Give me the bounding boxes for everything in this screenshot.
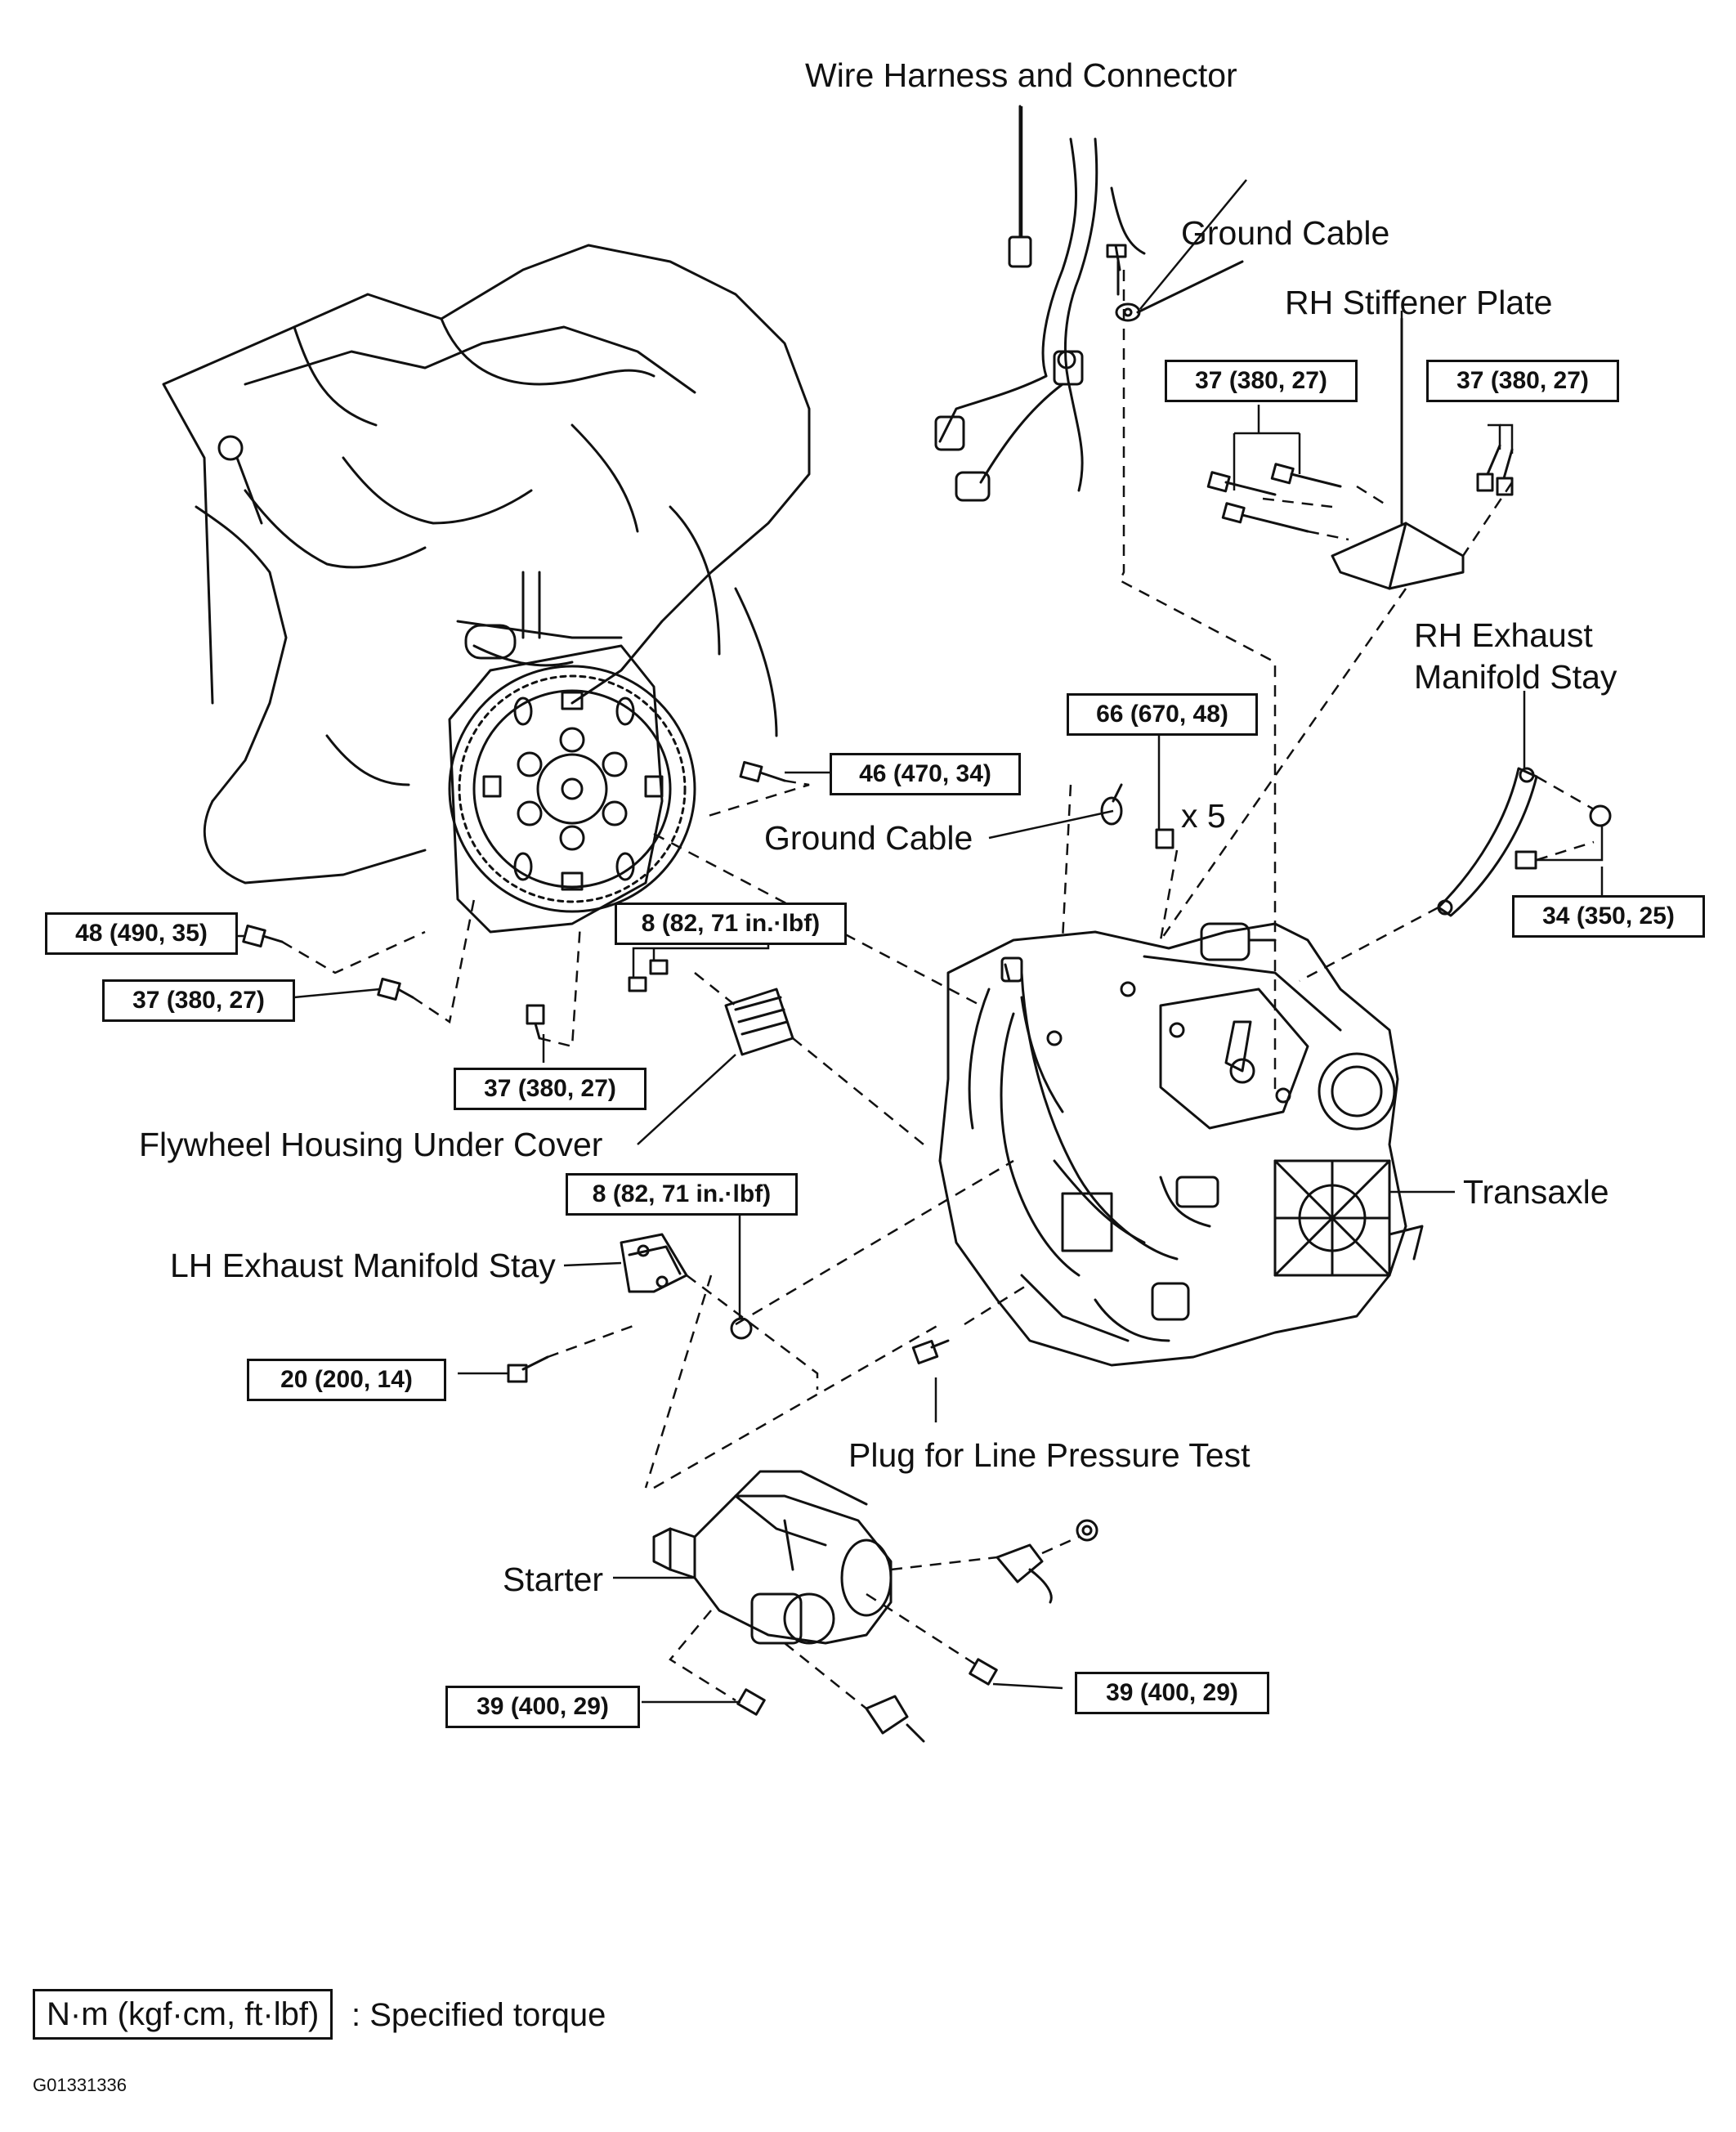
torque-cover-bolts: 8 (82, 71 in.·lbf) xyxy=(615,903,847,945)
flywheel-cover-label: Flywheel Housing Under Cover xyxy=(139,1126,603,1163)
starter-label: Starter xyxy=(503,1561,604,1598)
ground-cable-top-label: Ground Cable xyxy=(1181,214,1390,252)
torque-lh-stay-bolt: 20 (200, 14) xyxy=(247,1359,446,1401)
rh-exhaust-stay-label: RH Exhaust Manifold Stay xyxy=(1414,616,1617,696)
wire-harness-label: Wire Harness and Connector xyxy=(805,56,1237,94)
starter-drawing xyxy=(652,1470,1098,1743)
flywheel-drawing xyxy=(448,644,696,934)
line-pressure-plug-drawing xyxy=(911,1339,950,1365)
transaxle-drawing xyxy=(938,922,1424,1367)
ground-cable-mid-label: Ground Cable xyxy=(764,819,973,857)
torque-engine-bottom: 37 (380, 27) xyxy=(454,1068,647,1110)
torque-starter-right: 39 (400, 29) xyxy=(1075,1672,1269,1714)
flywheel-cover-drawing xyxy=(628,959,794,1056)
engine-drawing xyxy=(162,244,811,885)
torque-unit-legend-box: N·m (kgf·cm, ft·lbf) xyxy=(33,1989,333,2040)
torque-ground-cable-x5: 66 (670, 48) xyxy=(1067,693,1258,736)
torque-lh-stay-nut: 8 (82, 71 in.·lbf) xyxy=(566,1173,798,1216)
torque-rh-exhaust-stay: 34 (350, 25) xyxy=(1512,895,1705,938)
lh-exhaust-stay-drawing xyxy=(507,1233,753,1383)
torque-starter-left: 39 (400, 29) xyxy=(445,1686,640,1728)
lh-exhaust-stay-label: LH Exhaust Manifold Stay xyxy=(170,1247,556,1284)
torque-rh-stiffener-right: 37 (380, 27) xyxy=(1426,360,1619,402)
misc-bolts xyxy=(242,760,1174,1040)
figure-code: G01331336 xyxy=(33,2075,127,2095)
rh-stiffener-label: RH Stiffener Plate xyxy=(1285,284,1553,321)
torque-engine-left-mid: 37 (380, 27) xyxy=(102,979,295,1022)
line-pressure-plug-label: Plug for Line Pressure Test xyxy=(848,1436,1251,1474)
rh-exhaust-stay-drawing xyxy=(1437,767,1612,917)
transaxle-label: Transaxle xyxy=(1463,1173,1609,1211)
torque-rh-stiffener-left: 37 (380, 27) xyxy=(1165,360,1358,402)
torque-flywheel-top: 46 (470, 34) xyxy=(830,753,1021,795)
ground-cable-top-drawing xyxy=(1106,244,1244,322)
times-five-label: x 5 xyxy=(1181,797,1226,835)
torque-engine-left-top: 48 (490, 35) xyxy=(45,912,238,955)
torque-unit-legend-text: : Specified torque xyxy=(351,1997,606,2033)
wire-harness-drawing xyxy=(934,105,1146,502)
